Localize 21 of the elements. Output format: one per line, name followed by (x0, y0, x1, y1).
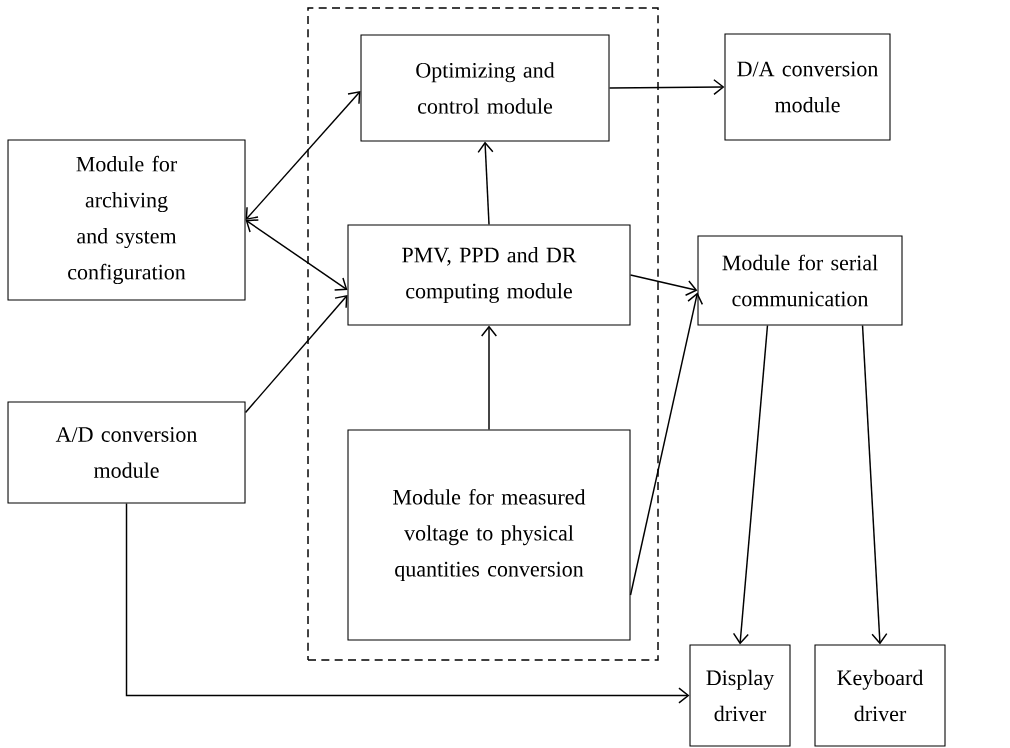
arrow (629, 274, 698, 296)
arrow (480, 325, 498, 431)
arrow (477, 141, 494, 226)
module-box: Display driver (689, 644, 791, 747)
dashed-frame (307, 7, 659, 661)
arrow (732, 324, 769, 645)
arrow (245, 219, 348, 291)
module-box: A/D conversion module (7, 401, 246, 504)
module-box: PMV, PPD and DR computing module (347, 224, 631, 326)
module-box: Module for measured voltage to physical quantities conversion (347, 429, 631, 641)
arrow (125, 502, 690, 704)
arrow (244, 295, 348, 414)
arrow (608, 79, 725, 96)
module-box: Module for archiving and system configuration (7, 139, 246, 301)
module-box: Keyboard driver (814, 644, 946, 747)
arrow (245, 91, 361, 220)
module-box: D/A conversion module (724, 33, 891, 141)
module-box: Optimizing and control module (360, 34, 610, 142)
arrow (861, 324, 888, 645)
arrow (629, 292, 704, 596)
module-box: Module for serial communication (697, 235, 903, 326)
